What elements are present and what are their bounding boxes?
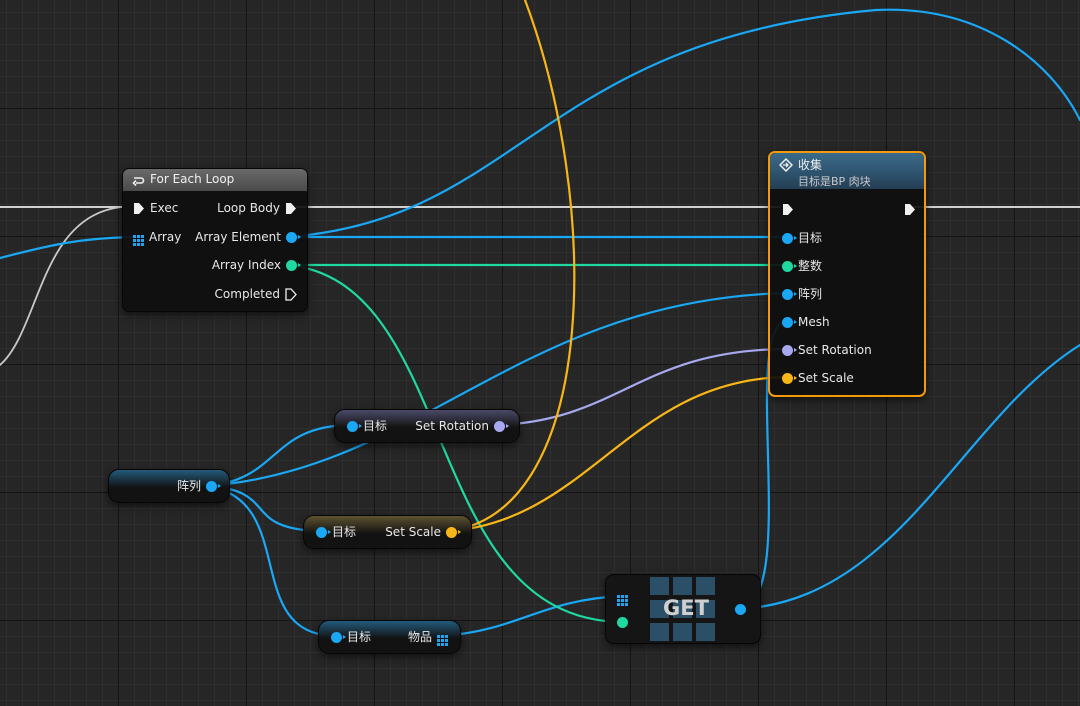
pin-array-element[interactable]: Array Element	[195, 227, 301, 247]
loop-icon	[131, 173, 145, 187]
pin-completed[interactable]: Completed	[215, 284, 297, 304]
pin-loop-body[interactable]: Loop Body	[217, 198, 297, 218]
node-subtitle: 目标是BP 肉块	[798, 175, 871, 188]
object-pin-icon	[347, 420, 362, 432]
object-pin-icon[interactable]	[735, 604, 746, 615]
get-label: GET	[663, 596, 709, 620]
pin-label: Mesh	[798, 315, 830, 329]
pin-exec-out[interactable]	[904, 199, 916, 219]
node-title: 收集	[798, 158, 823, 172]
pin-set-scale[interactable]: Set Scale	[782, 368, 854, 388]
node-title: For Each Loop	[150, 172, 235, 186]
collect-header	[770, 153, 924, 189]
pin-label: Exec	[150, 201, 179, 215]
integer-pin-icon	[286, 259, 301, 271]
pin-array-in[interactable]: Array	[133, 227, 181, 247]
exec-pin-icon	[285, 202, 297, 215]
pin-label: Set Rotation	[798, 343, 872, 357]
pin-exec-in[interactable]	[782, 199, 794, 219]
array-pin-icon[interactable]	[617, 591, 628, 606]
exec-wire-loopback	[0, 206, 123, 366]
wire-scale-to-collect	[448, 375, 788, 533]
pin-label: Completed	[214, 287, 280, 301]
pin-label: 阵列	[176, 479, 201, 493]
pin-mesh[interactable]: Mesh	[782, 312, 830, 332]
pin-exec-in[interactable]: Exec	[133, 198, 178, 218]
for-each-loop-header	[123, 169, 307, 191]
wire-index-to-get	[285, 263, 624, 624]
get-set-rotation-node[interactable]: 目标 Set Rotation	[334, 409, 520, 443]
wire-array-var-to-rotation	[205, 423, 354, 488]
pin-label: 目标	[347, 630, 372, 644]
pin-label: 物品	[407, 630, 432, 644]
pin-label: Set Scale	[798, 371, 854, 385]
array-grid-background-icon	[650, 577, 716, 641]
pin-value[interactable]: Set Scale	[385, 522, 461, 542]
exec-pin-icon	[133, 202, 145, 215]
vector-pin-icon	[446, 526, 461, 538]
pin-label: Array Index	[211, 258, 281, 272]
integer-pin-icon[interactable]	[617, 617, 628, 628]
exec-pin-icon	[904, 203, 916, 216]
object-pin-icon	[782, 288, 797, 300]
pin-array-out[interactable]: 阵列	[176, 476, 221, 496]
wire-items-to-get	[441, 594, 624, 638]
pin-label: Array	[149, 230, 182, 244]
object-pin-icon	[782, 232, 797, 244]
array-pin-icon	[133, 232, 144, 246]
array-pin-icon	[437, 632, 448, 646]
pin-target[interactable]: 目标	[316, 522, 356, 542]
vector-pin-icon	[782, 372, 797, 384]
object-pin-icon	[316, 526, 331, 538]
pin-label: 目标	[363, 419, 388, 433]
wire-array-var-to-items	[205, 484, 339, 638]
exec-pin-outline-icon	[285, 287, 297, 301]
function-icon	[778, 157, 794, 173]
pin-items[interactable]: 物品	[408, 627, 448, 647]
wire-get-arc	[738, 343, 1080, 611]
integer-pin-icon	[782, 260, 797, 272]
object-pin-icon	[782, 316, 797, 328]
pin-array-index[interactable]: Array Index	[211, 255, 301, 275]
wire-array-in	[0, 235, 136, 260]
object-pin-icon	[206, 480, 221, 492]
pin-label: 整数	[798, 259, 823, 273]
pin-label: Array Element	[195, 230, 281, 244]
rotator-pin-icon	[494, 420, 509, 432]
object-pin-icon	[331, 631, 346, 643]
wire-rotation-to-collect	[496, 347, 788, 427]
array-get-node[interactable]: GET	[605, 574, 761, 644]
pin-integer[interactable]: 整数	[782, 256, 822, 276]
object-pin-icon	[286, 231, 301, 243]
wire-element-arc	[285, 8, 1080, 239]
get-set-scale-node[interactable]: 目标 Set Scale	[303, 515, 472, 549]
exec-pin-icon	[782, 203, 794, 216]
get-items-node[interactable]: 目标 物品	[318, 620, 461, 654]
pin-label: 阵列	[798, 287, 823, 301]
pin-set-rotation[interactable]: Set Rotation	[782, 340, 872, 360]
pin-label: Loop Body	[217, 201, 280, 215]
rotator-pin-icon	[782, 344, 797, 356]
pin-value[interactable]: Set Rotation	[415, 416, 509, 436]
pin-label: 目标	[332, 525, 357, 539]
wire-scale-arc-up	[448, 0, 576, 533]
wire-array-var-to-collect-array	[205, 291, 788, 488]
pin-target[interactable]: 目标	[782, 228, 822, 248]
pin-array[interactable]: 阵列	[782, 284, 822, 304]
collect-function-node[interactable]: 收集 目标是BP 肉块 目标 整数 阵列 Mesh Set Rotation S…	[768, 151, 926, 397]
for-each-loop-node[interactable]: For Each Loop Exec Array Loop Body Array…	[122, 168, 308, 312]
pin-label: Set Rotation	[415, 419, 489, 433]
pin-label: 目标	[798, 231, 823, 245]
pin-target[interactable]: 目标	[331, 627, 371, 647]
pin-target[interactable]: 目标	[347, 416, 387, 436]
pin-label: Set Scale	[385, 525, 441, 539]
array-variable-node[interactable]: 阵列	[108, 469, 230, 503]
